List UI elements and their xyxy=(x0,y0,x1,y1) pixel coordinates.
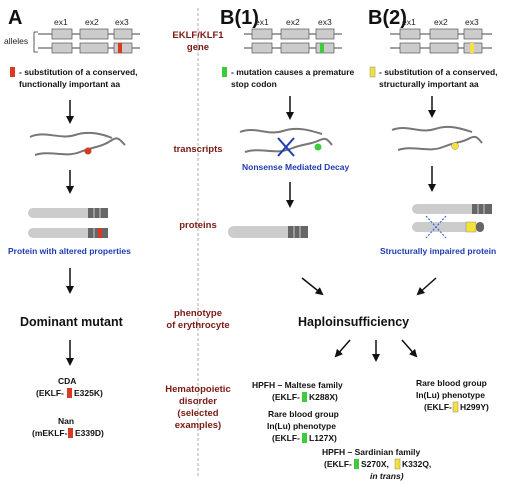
example-maltese-mutation: K288X) xyxy=(309,392,338,402)
legend-green-swatch xyxy=(222,67,227,77)
transcripts-a xyxy=(29,131,126,156)
green-mutation-mark xyxy=(302,392,307,402)
example-rare1-mutation: L127X) xyxy=(309,433,337,443)
transcripts-b2 xyxy=(391,125,483,151)
example-cda-title: CDA xyxy=(58,376,76,386)
example-rare2-title-line2: In(Lu) phenotype xyxy=(416,390,485,400)
center-proteins: proteins xyxy=(179,220,216,231)
alleles-bracket xyxy=(33,31,38,53)
example-maltese-gene: (EKLF- xyxy=(272,392,300,402)
green-mutation-mark xyxy=(302,433,307,443)
red-mutation-mark xyxy=(67,388,72,398)
example-cda-mutation: E325K) xyxy=(74,388,103,398)
center-gene-line1: EKLF/KLF1 xyxy=(172,30,224,41)
arrow xyxy=(334,339,351,358)
panel-label-b1: B(1) xyxy=(220,7,259,29)
legend-a-line1: - substitution of a conserved, xyxy=(19,67,138,77)
example-sardinian-gene: (EKLF- xyxy=(324,459,352,469)
arrow xyxy=(416,277,437,296)
center-disorder-line3: (selected xyxy=(177,408,218,419)
caption-nmd: Nonsense Mediated Decay xyxy=(242,162,350,172)
svg-text:ex2: ex2 xyxy=(434,17,448,27)
example-rare2-title-line1: Rare blood group xyxy=(416,378,487,388)
proteins-a xyxy=(28,208,108,238)
panel-label-b2: B(2) xyxy=(368,7,407,29)
caption-impaired-protein: Structurally impaired protein xyxy=(380,246,496,256)
exon2-label: ex2 xyxy=(85,17,99,27)
proteins-b1 xyxy=(228,226,308,238)
gene-diagram-b2: ex1 ex2 ex3 xyxy=(390,17,492,54)
example-rare1-gene: (EKLF- xyxy=(272,433,300,443)
legend-b1-line1: - mutation causes a premature xyxy=(231,67,355,77)
example-nan-mutation: E339D) xyxy=(75,428,104,438)
yellow-mutation-mark xyxy=(452,401,459,413)
example-nan-gene: (mEKLF- xyxy=(32,428,68,438)
exon1-label: ex1 xyxy=(54,17,68,27)
gene-diagram-a: ex1 ex2 ex3 alleles xyxy=(4,17,140,54)
example-rare1-title-line2: In(Lu) phenotype xyxy=(267,421,336,431)
example-rare2-mutation: H299Y) xyxy=(460,402,489,412)
center-disorder-line1: Hematopoietic xyxy=(165,384,230,395)
example-sardinian-title: HPFH – Sardinian family xyxy=(322,447,421,457)
legend-b2-line2: structurally important aa xyxy=(379,79,479,89)
legend-yellow-swatch xyxy=(369,66,376,78)
gene-diagram-b1: ex1 ex2 ex3 xyxy=(244,17,342,54)
arrow xyxy=(401,339,418,358)
arrow xyxy=(301,277,324,296)
legend-b2-line1: - substitution of a conserved, xyxy=(379,67,498,77)
example-rare1-title-line1: Rare blood group xyxy=(268,409,339,419)
svg-text:ex3: ex3 xyxy=(465,17,479,27)
example-sardinian-mutation1: S270X, xyxy=(361,459,389,469)
example-maltese-title: HPFH – Maltese family xyxy=(252,380,343,390)
alleles-label: alleles xyxy=(4,36,28,46)
example-sardinian-mutation2: K332Q, xyxy=(402,459,431,469)
svg-text:ex1: ex1 xyxy=(255,17,269,27)
svg-text:ex1: ex1 xyxy=(402,17,416,27)
center-transcripts: transcripts xyxy=(173,144,222,155)
yellow-mutation-mark xyxy=(394,458,401,470)
center-phenotype-line1: phenotype xyxy=(174,308,222,319)
svg-text:ex3: ex3 xyxy=(318,17,332,27)
dominant-mutant-label: Dominant mutant xyxy=(20,315,124,329)
caption-altered-protein: Protein with altered properties xyxy=(8,246,131,256)
transcripts-b1 xyxy=(239,127,333,157)
red-mutation-mark xyxy=(68,428,73,438)
example-nan-title: Nan xyxy=(58,416,74,426)
center-disorder-line4: examples) xyxy=(175,420,221,431)
example-cda-gene: (EKLF- xyxy=(36,388,64,398)
example-sardinian-note: in trans) xyxy=(370,471,404,481)
legend-red-swatch xyxy=(10,67,15,77)
center-gene-line2: gene xyxy=(187,42,209,53)
center-disorder-line2: disorder xyxy=(179,396,217,407)
haploinsufficiency-label: Haploinsufficiency xyxy=(298,315,409,329)
panel-label-a: A xyxy=(8,7,22,29)
legend-a-line2: functionally important aa xyxy=(19,79,120,89)
exon3-label: ex3 xyxy=(115,17,129,27)
red-mutation-mark xyxy=(118,43,122,53)
green-mutation-mark xyxy=(354,459,359,469)
svg-text:ex2: ex2 xyxy=(286,17,300,27)
center-phenotype-line2: of erythrocyte xyxy=(166,320,229,331)
example-rare2-gene: (EKLF- xyxy=(424,402,452,412)
legend-b1-line2: stop codon xyxy=(231,79,277,89)
proteins-b2 xyxy=(412,204,492,239)
